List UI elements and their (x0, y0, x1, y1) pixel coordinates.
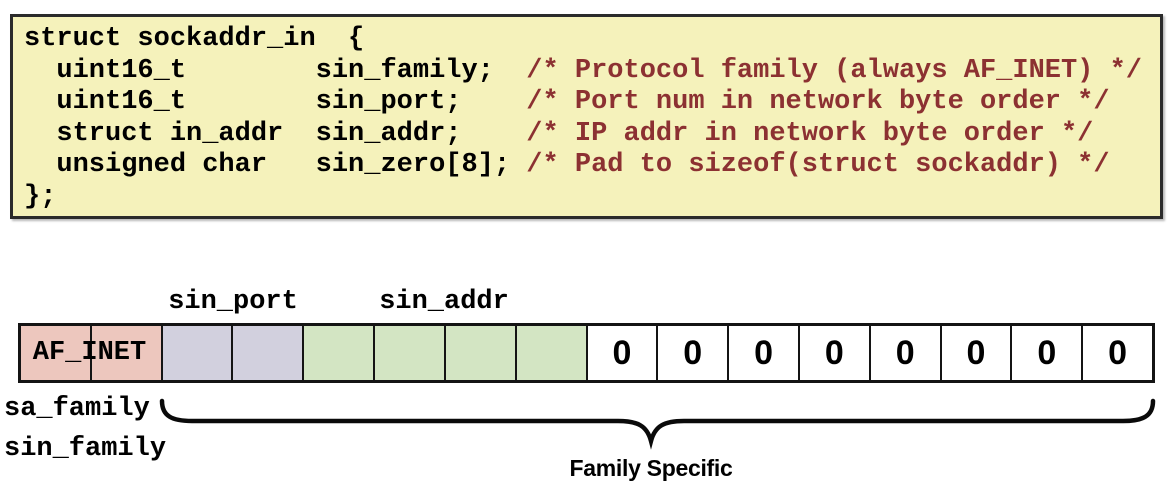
memory-cell-zero: 0 (868, 326, 940, 380)
code-text: uint16_t sin_family; (24, 55, 527, 86)
memory-cell-addr (514, 326, 586, 380)
sa-family-label: sa_family (4, 394, 150, 424)
code-text: uint16_t sin_port; (24, 87, 527, 117)
code-text: struct sockaddr_in { (24, 24, 365, 54)
memory-cell-zero: 0 (939, 326, 1011, 380)
family-specific-label: Family Specific (569, 455, 733, 481)
memory-cell-addr (443, 326, 515, 380)
code-comment: /* Protocol family (always AF_INET) */ (526, 55, 1142, 86)
af-inet-value-label: AF_INET (32, 338, 147, 368)
code-line: unsigned char sin_zero[8]; /* Pad to siz… (24, 150, 1160, 182)
sin-port-field-label: sin_port (168, 287, 298, 317)
memory-cell-addr (373, 326, 444, 380)
code-comment: /* Port num in network byte order */ (526, 87, 1110, 117)
code-text: unsigned char sin_zero[8]; (24, 150, 527, 180)
memory-cell-zero: 0 (797, 326, 869, 380)
memory-cell-zero: 0 (656, 326, 728, 380)
code-text: }; (24, 181, 57, 212)
sockaddr-in-code-block: struct sockaddr_in { uint16_t sin_family… (10, 14, 1163, 219)
sin-addr-field-label: sin_addr (379, 287, 509, 317)
code-line: uint16_t sin_family; /* Protocol family … (24, 56, 1160, 88)
memory-cell-family (21, 326, 90, 380)
code-line: uint16_t sin_port; /* Port num in networ… (24, 87, 1160, 119)
code-text: struct in_addr sin_addr; (24, 118, 527, 149)
memory-cell-port (231, 326, 303, 380)
memory-cell-port (160, 326, 232, 380)
code-comment: /* Pad to sizeof(struct sockaddr) */ (526, 150, 1110, 180)
code-comment: /* IP addr in network byte order */ (526, 118, 1094, 149)
memory-cell-zero: 0 (1010, 326, 1082, 380)
memory-cell-zero: 0 (585, 326, 657, 380)
memory-cell-family (89, 326, 161, 380)
code-line: struct in_addr sin_addr; /* IP addr in n… (24, 119, 1160, 151)
memory-cell-zero: 0 (1081, 326, 1152, 380)
code-line: }; (24, 182, 1160, 214)
memory-cell-zero: 0 (727, 326, 798, 380)
memory-cell-addr (302, 326, 374, 380)
code-line: struct sockaddr_in { (24, 24, 1160, 56)
sin-family-label: sin_family (4, 434, 167, 464)
